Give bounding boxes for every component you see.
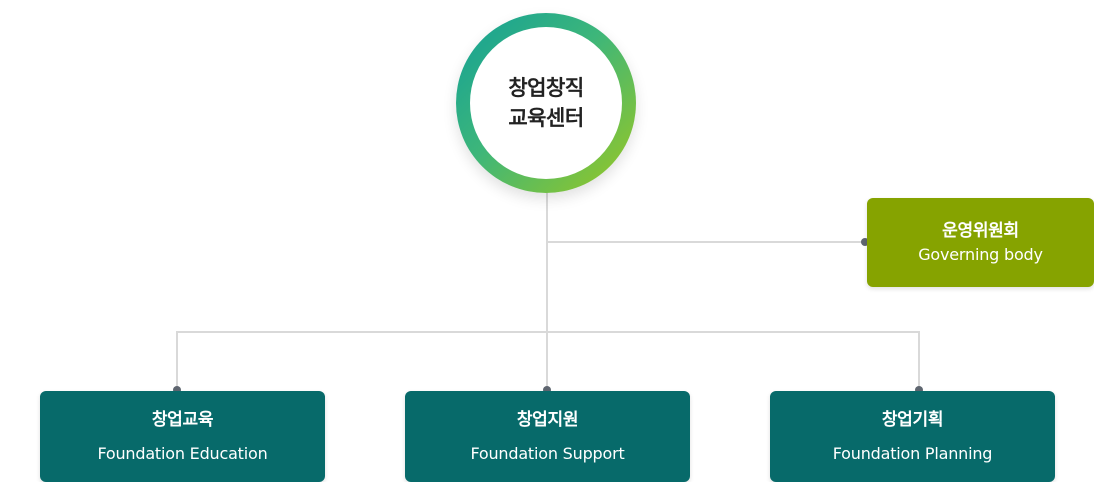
governing-body-title-ko: 운영위원회 [942, 220, 1019, 241]
department-title-ko: 창업기획 [881, 409, 944, 430]
connector-dot-center [543, 386, 551, 394]
connector-horizontal-departments [176, 331, 920, 333]
connector-vertical-right [918, 331, 920, 388]
department-title-ko: 창업교육 [151, 409, 214, 430]
connector-vertical-left [176, 331, 178, 388]
governing-body-title-en: Governing body [918, 244, 1043, 264]
connector-vertical-main [546, 190, 548, 388]
connector-dot-right [915, 386, 923, 394]
connector-dot-left [173, 386, 181, 394]
connector-dot-governing [861, 238, 869, 246]
department-title-en: Foundation Support [470, 443, 625, 463]
root-node-label: 창업창직 교육센터 [470, 27, 622, 179]
root-title-line2: 교육센터 [508, 106, 584, 130]
root-title-line1: 창업창직 [508, 76, 584, 100]
department-title-en: Foundation Education [97, 443, 268, 463]
department-box-education: 창업교육 Foundation Education [40, 391, 325, 482]
department-title-ko: 창업지원 [516, 409, 579, 430]
department-box-support: 창업지원 Foundation Support [405, 391, 690, 482]
governing-body-box: 운영위원회 Governing body [867, 198, 1094, 287]
department-box-planning: 창업기획 Foundation Planning [770, 391, 1055, 482]
root-node: 창업창직 교육센터 [456, 13, 636, 193]
connector-horizontal-governing [547, 241, 865, 243]
department-title-en: Foundation Planning [832, 443, 993, 463]
